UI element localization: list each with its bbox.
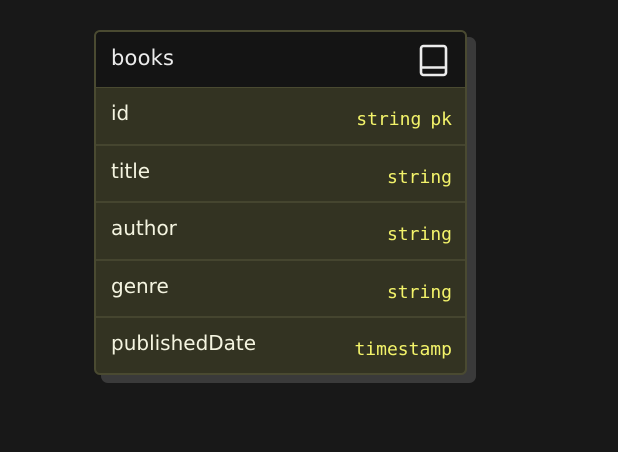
table-row[interactable]: title string <box>96 146 465 203</box>
field-type: string <box>387 167 452 188</box>
table-row[interactable]: publishedDate timestamp <box>96 318 465 373</box>
field-type: string <box>387 224 452 245</box>
field-name: publishedDate <box>111 331 257 355</box>
primary-key-badge: pk <box>430 109 452 130</box>
field-type-label: string <box>386 224 452 245</box>
field-name: title <box>111 158 151 183</box>
field-name: genre <box>111 273 169 298</box>
field-type-label: timestamp <box>354 339 452 360</box>
table-row[interactable]: genre string <box>96 261 465 318</box>
table-title: books <box>111 46 175 70</box>
table-row[interactable]: author string <box>96 203 465 261</box>
entity-table-books[interactable]: books id string pk title string author st… <box>94 30 467 375</box>
field-name: id <box>111 101 130 125</box>
field-name: author <box>111 216 177 240</box>
field-type: timestamp <box>354 339 452 360</box>
field-type: string <box>387 282 452 303</box>
field-type-label: string <box>386 166 452 188</box>
table-row[interactable]: id string pk <box>96 88 465 146</box>
field-type-label: string <box>386 281 452 303</box>
field-type: string pk <box>356 109 452 130</box>
book-icon <box>419 44 449 78</box>
table-header[interactable]: books <box>96 32 465 88</box>
field-type-label: string <box>356 109 422 130</box>
